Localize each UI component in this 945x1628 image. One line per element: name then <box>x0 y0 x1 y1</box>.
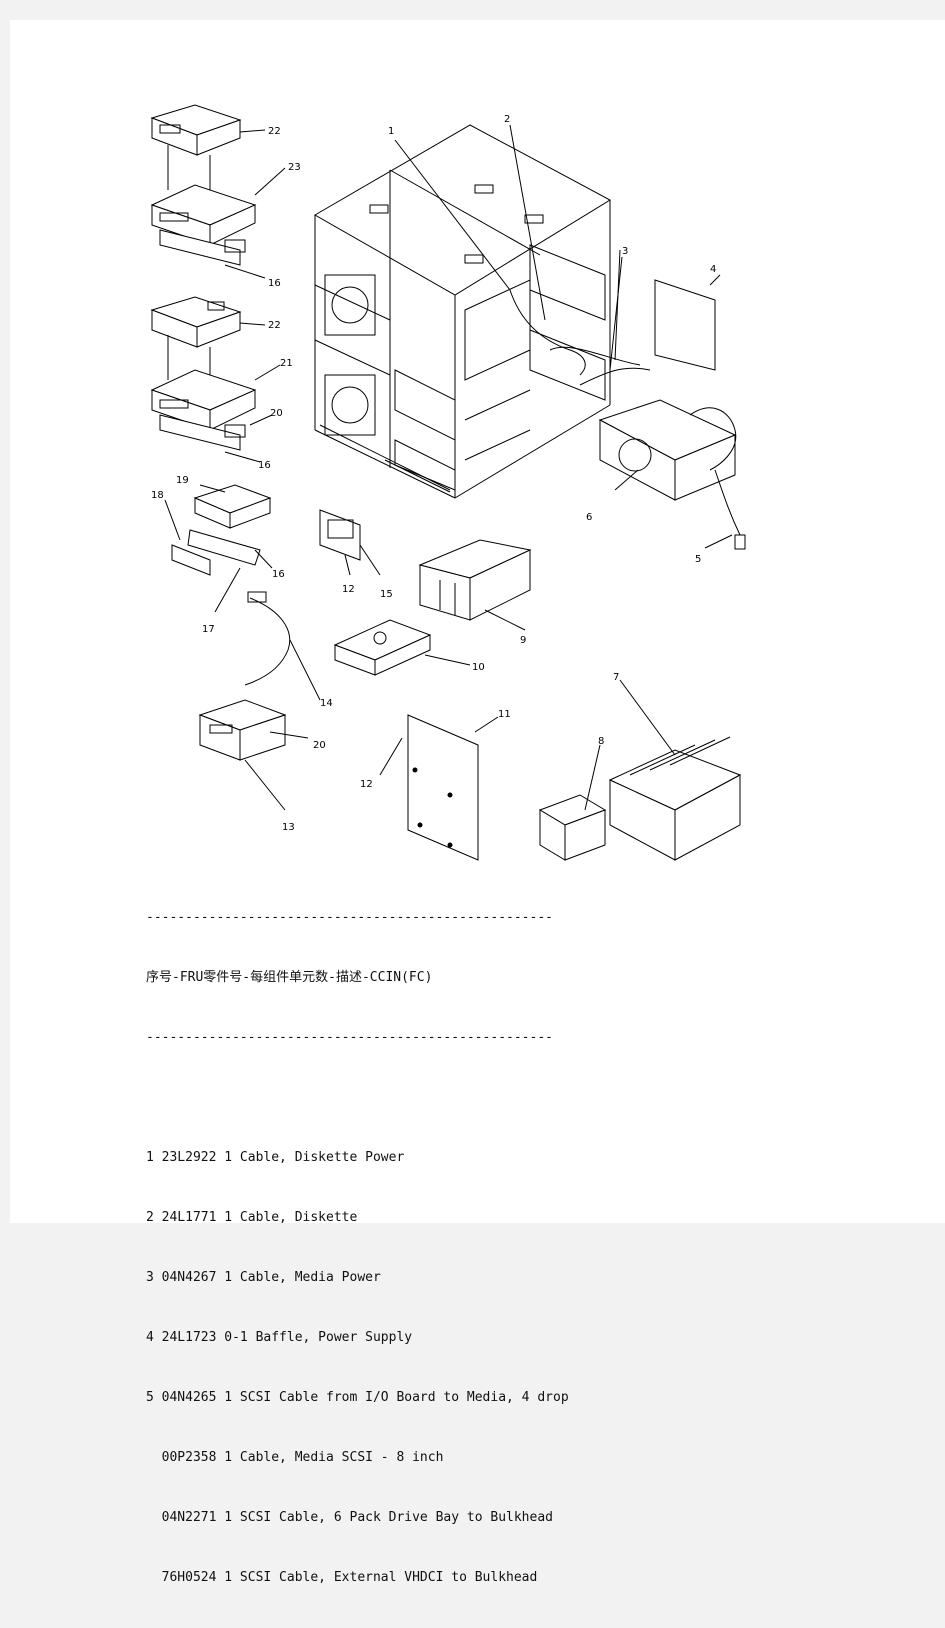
callout-12a: 12 <box>342 584 355 595</box>
callout-15: 15 <box>380 589 393 600</box>
callout-22b: 22 <box>268 320 281 331</box>
drive-cage-9 <box>418 539 532 631</box>
drive-cage-7 <box>608 679 742 861</box>
callout-11: 11 <box>498 709 511 720</box>
callout-23: 23 <box>288 162 301 173</box>
callout-16c: 16 <box>272 569 285 580</box>
list-item: 3 04N4267 1 Cable, Media Power <box>146 1270 381 1285</box>
callout-4: 4 <box>710 264 716 275</box>
list-item: 5 04N4265 1 SCSI Cable from I/O Board to… <box>146 1390 569 1405</box>
callout-21: 21 <box>280 358 293 369</box>
callout-16b: 16 <box>258 460 271 471</box>
exploded-parts-diagram: 22 23 16 22 21 20 16 19 18 16 17 1 2 3 4… <box>150 104 746 861</box>
power-supply-assembly <box>598 249 746 550</box>
callout-20b: 20 <box>313 740 326 751</box>
main-chassis <box>313 124 651 499</box>
document-page: 22 23 16 22 21 20 16 19 18 16 17 1 2 3 4… <box>10 20 945 1585</box>
media-module-middle <box>150 296 281 463</box>
blank-line <box>146 1088 569 1108</box>
list-item: 4 24L1723 0-1 Baffle, Power Supply <box>146 1330 413 1345</box>
callout-12b: 12 <box>360 779 373 790</box>
diskette-module <box>164 484 273 613</box>
panel-11 <box>379 714 499 861</box>
callout-18: 18 <box>151 490 164 501</box>
callout-2: 2 <box>504 114 510 125</box>
callout-3: 3 <box>622 246 628 257</box>
separator-rule: ----------------------------------------… <box>146 1030 553 1045</box>
list-item: 76H0524 1 SCSI Cable, External VHDCI to … <box>146 1570 538 1585</box>
callout-5: 5 <box>695 554 701 565</box>
callout-9: 9 <box>520 635 526 646</box>
bracket-assembly <box>319 509 381 576</box>
callout-8: 8 <box>598 736 604 747</box>
callout-22a: 22 <box>268 126 281 137</box>
callout-16a: 16 <box>268 278 281 289</box>
cable-and-bay-module <box>198 591 321 811</box>
parts-listing: ----------------------------------------… <box>146 868 569 1628</box>
callout-13: 13 <box>282 822 295 833</box>
list-item: 1 23L2922 1 Cable, Diskette Power <box>146 1150 405 1165</box>
disk-drive-8 <box>538 744 607 861</box>
list-item: 2 24L1771 1 Cable, Diskette <box>146 1210 358 1225</box>
callout-7: 7 <box>613 672 619 683</box>
callout-20a: 20 <box>270 408 283 419</box>
callout-10: 10 <box>472 662 485 673</box>
callout-19: 19 <box>176 475 189 486</box>
separator-rule: ----------------------------------------… <box>146 910 553 925</box>
callout-14: 14 <box>320 698 333 709</box>
listing-header: 序号-FRU零件号-每组件单元数-描述-CCIN(FC) <box>146 970 433 985</box>
callout-17: 17 <box>202 624 215 635</box>
list-item: 04N2271 1 SCSI Cable, 6 Pack Drive Bay t… <box>146 1510 553 1525</box>
media-module-top <box>150 104 286 279</box>
list-item: 00P2358 1 Cable, Media SCSI - 8 inch <box>146 1450 444 1465</box>
disk-drive-10 <box>333 619 471 676</box>
callout-1: 1 <box>388 126 394 137</box>
callout-6: 6 <box>586 512 592 523</box>
